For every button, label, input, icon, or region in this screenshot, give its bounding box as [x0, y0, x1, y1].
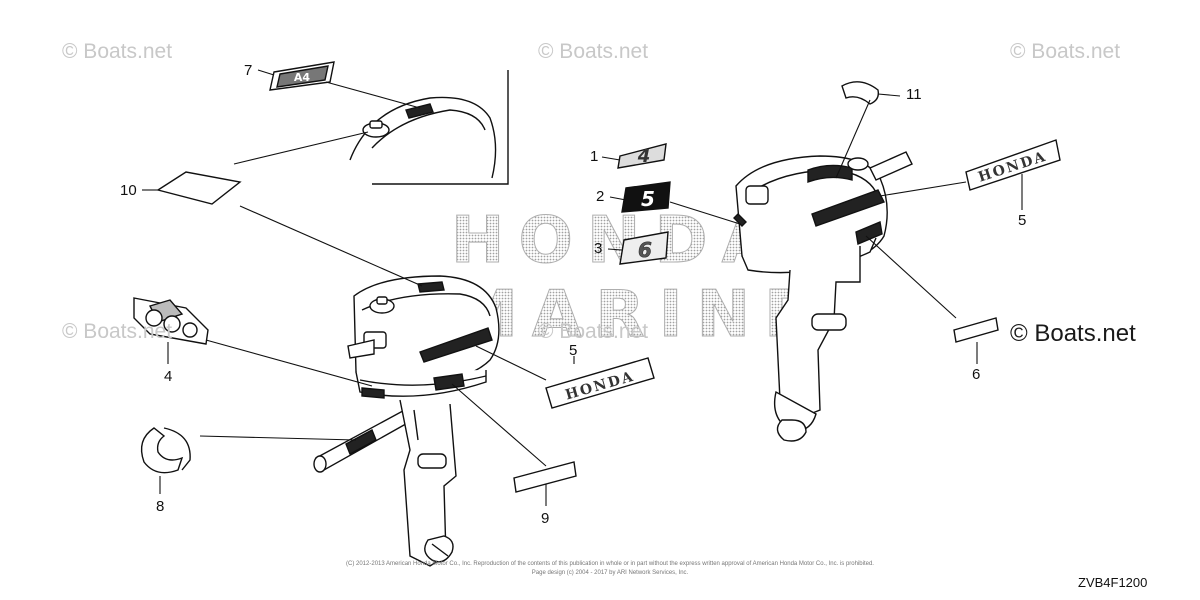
svg-text:A4: A4 — [294, 71, 311, 84]
copyright-footer: (C) 2012-2013 American Honda Motor Co., … — [330, 560, 890, 578]
logo-line-marine: MARINE — [454, 278, 822, 352]
callout-6[interactable]: 6 — [972, 366, 981, 383]
callout-9[interactable]: 9 — [541, 510, 550, 527]
part-5-honda-decal-center: HONDA — [545, 357, 655, 409]
part-4-sticker — [133, 297, 209, 345]
callout-1[interactable]: 1 — [590, 148, 599, 165]
svg-text:6: 6 — [638, 238, 652, 262]
copyright-line-1: (C) 2012-2013 American Honda Motor Co., … — [346, 561, 874, 567]
svg-text:4: 4 — [637, 146, 651, 167]
right-outboard-motor — [733, 151, 913, 442]
part-8-band — [140, 427, 191, 474]
callout-5-right[interactable]: 5 — [1018, 212, 1027, 229]
callout-2[interactable]: 2 — [596, 188, 605, 205]
logo-line-honda: HONDA — [451, 204, 785, 278]
callout-4[interactable]: 4 — [164, 368, 173, 385]
svg-text:5: 5 — [641, 187, 655, 211]
part-3-decal-6: 6 — [619, 231, 669, 265]
svg-text:HONDA: HONDA — [976, 148, 1049, 185]
watermark-mid-right: © Boats.net — [1010, 320, 1136, 347]
part-2-decal-5: 5 — [621, 181, 671, 213]
leader-lines — [142, 69, 1023, 506]
callout-5-center[interactable]: 5 — [569, 342, 578, 359]
part-10-sticker — [156, 171, 242, 205]
callout-11[interactable]: 11 — [906, 86, 922, 103]
watermark-mid-left: © Boats.net — [62, 320, 173, 343]
left-outboard-motor — [313, 275, 500, 567]
watermark-mid-center: © Boats.net — [538, 320, 649, 343]
callout-10[interactable]: 10 — [120, 182, 137, 199]
watermark-top-right: © Boats.net — [1010, 40, 1121, 63]
part-5-honda-decal-right: HONDA — [965, 139, 1061, 191]
part-11-decal — [841, 81, 880, 105]
callout-3[interactable]: 3 — [594, 240, 603, 257]
part-7-label-decal: A4 — [269, 61, 335, 91]
diagram-code: ZVB4F1200 — [1078, 575, 1148, 590]
part-9-strip — [513, 461, 577, 493]
honda-marine-logo: HONDA MARINE — [450, 204, 822, 353]
callout-8[interactable]: 8 — [156, 498, 165, 515]
watermark-top-left: © Boats.net — [62, 40, 173, 63]
part-1-decal-4: 4 — [617, 143, 667, 169]
copyright-line-2: Page design (c) 2004 - 2017 by ARI Netwo… — [531, 570, 689, 576]
cover-detail-view — [349, 70, 509, 185]
part-6-strip — [953, 317, 999, 343]
callout-7[interactable]: 7 — [244, 62, 253, 79]
watermark-top-center: © Boats.net — [538, 40, 649, 63]
